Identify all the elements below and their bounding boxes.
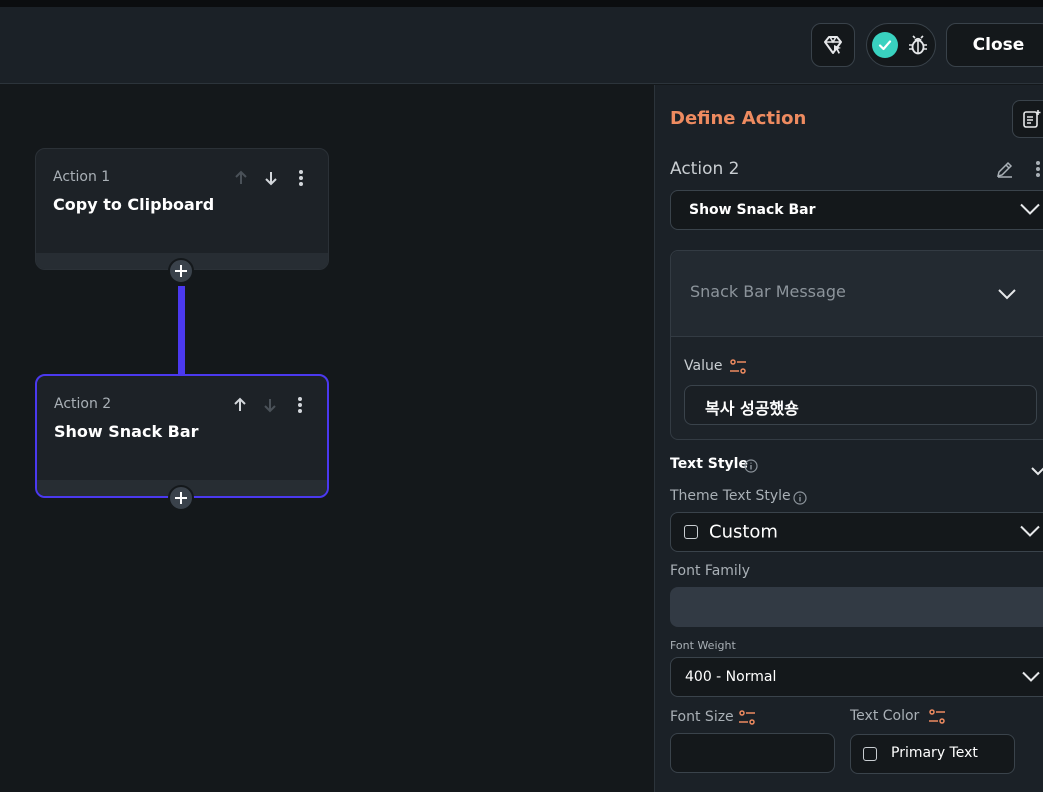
theme-text-style-label: Theme Text Style: [670, 488, 791, 504]
close-button[interactable]: Close: [946, 23, 1043, 67]
text-color-label: Text Color: [850, 708, 920, 724]
text-style-label: Text Style: [670, 456, 748, 472]
arrow-down-icon[interactable]: [259, 394, 281, 416]
chevron-down-icon: [998, 285, 1016, 304]
variable-settings-icon[interactable]: [738, 710, 756, 730]
snack-bar-message-section: Snack Bar Message Value 복사 성공했숑: [670, 250, 1043, 440]
color-swatch-icon: [863, 747, 877, 761]
snack-bar-message-title: Snack Bar Message: [690, 282, 846, 301]
action-type-value: Show Snack Bar: [689, 202, 816, 218]
action-card-1[interactable]: Action 1 Copy to Clipboard: [35, 148, 329, 270]
window-top-strip: [0, 0, 1043, 7]
action-card-title: Copy to Clipboard: [53, 195, 215, 214]
snack-bar-message-header[interactable]: Snack Bar Message: [671, 251, 1043, 337]
value-label: Value: [684, 358, 723, 374]
chevron-down-icon: [1022, 668, 1040, 687]
text-color-value: Primary Text: [891, 745, 978, 761]
theme-text-style-dropdown[interactable]: Custom: [670, 512, 1043, 552]
chevron-down-icon[interactable]: [1031, 461, 1043, 480]
plus-icon: [175, 265, 187, 277]
value-input-text: 복사 성공했숑: [705, 399, 799, 418]
checkbox-icon: [684, 525, 698, 539]
action-card-label: Action 1: [53, 169, 111, 185]
font-weight-dropdown[interactable]: 400 - Normal: [670, 657, 1043, 697]
more-vert-icon[interactable]: [1035, 160, 1041, 182]
header-bar: Close: [0, 7, 1043, 84]
debug-status-button[interactable]: [866, 23, 936, 67]
font-weight-label: Font Weight: [670, 639, 736, 652]
chevron-down-icon: [1020, 523, 1040, 542]
add-note-button[interactable]: [1012, 100, 1043, 138]
diamond-cursor-icon: [824, 36, 842, 54]
more-vert-icon[interactable]: [290, 167, 312, 189]
bug-icon: [909, 35, 927, 55]
add-action-button[interactable]: [168, 485, 194, 511]
variable-settings-icon[interactable]: [729, 359, 747, 379]
info-icon: [793, 490, 807, 509]
font-family-input[interactable]: [670, 587, 1043, 627]
action-type-dropdown[interactable]: Show Snack Bar: [670, 190, 1043, 230]
action-name-label: Action 2: [670, 159, 740, 179]
note-add-icon: [1023, 110, 1041, 128]
variable-settings-icon[interactable]: [928, 709, 946, 729]
text-color-picker[interactable]: Primary Text: [850, 734, 1015, 774]
theme-text-style-value: Custom: [709, 521, 778, 543]
panel-title: Define Action: [670, 108, 807, 129]
define-action-panel: Define Action Action 2 Show Snack Bar Sn…: [654, 85, 1043, 792]
info-icon: [744, 458, 758, 477]
more-vert-icon[interactable]: [289, 394, 311, 416]
font-family-label: Font Family: [670, 563, 750, 579]
add-action-button[interactable]: [168, 258, 194, 284]
arrow-down-icon[interactable]: [260, 167, 282, 189]
arrow-up-icon[interactable]: [229, 394, 251, 416]
font-size-input[interactable]: [670, 733, 835, 773]
flow-connector: [178, 286, 185, 376]
value-input[interactable]: 복사 성공했숑: [684, 385, 1037, 425]
check-circle-icon: [872, 32, 898, 58]
flutterflow-icon-button[interactable]: [811, 23, 855, 67]
plus-icon: [175, 492, 187, 504]
action-card-title: Show Snack Bar: [54, 422, 199, 441]
edit-icon[interactable]: [995, 159, 1015, 183]
action-card-2[interactable]: Action 2 Show Snack Bar: [35, 374, 329, 498]
chevron-down-icon: [1020, 201, 1040, 220]
font-weight-value: 400 - Normal: [685, 669, 777, 685]
arrow-up-icon[interactable]: [230, 167, 252, 189]
action-card-label: Action 2: [54, 396, 112, 412]
font-size-label: Font Size: [670, 709, 734, 725]
